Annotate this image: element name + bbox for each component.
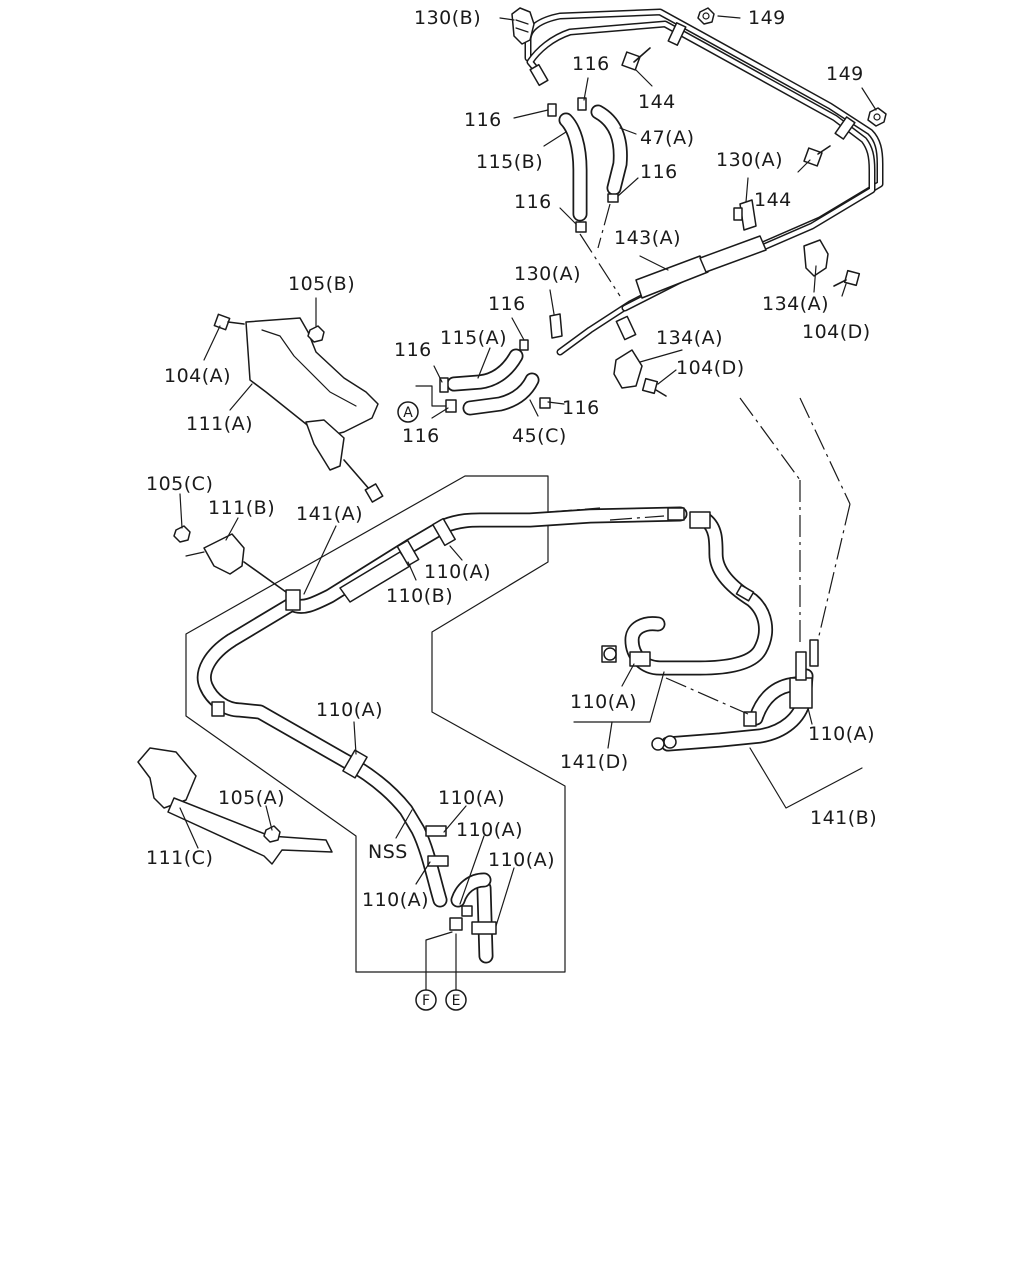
callout-110a-1: 110(A) xyxy=(424,561,491,583)
callout-104d-right: 104(D) xyxy=(802,321,871,343)
callout-134a-mid: 134(A) xyxy=(656,327,723,349)
callout-110a-3: 110(A) xyxy=(808,723,875,745)
hose-141d xyxy=(601,507,774,676)
callout-141b: 141(B) xyxy=(810,807,877,829)
callout-nss: NSS xyxy=(368,841,408,863)
callout-141d: 141(D) xyxy=(560,751,629,773)
connector-f-label: F xyxy=(422,993,430,1009)
callout-110a-8: 110(A) xyxy=(362,889,429,911)
callout-110a-6: 110(A) xyxy=(456,819,523,841)
callout-116-right: 116 xyxy=(562,397,600,419)
callout-47a: 47(A) xyxy=(640,127,695,149)
hose-ends-bottom xyxy=(449,872,497,964)
callout-116-mid: 116 xyxy=(640,161,678,183)
callout-104a: 104(A) xyxy=(164,365,231,387)
bracket-111a xyxy=(213,313,384,503)
connector-e: E xyxy=(445,989,467,1011)
callout-116-hose: 116 xyxy=(488,293,526,315)
connector-e-label: E xyxy=(452,993,461,1009)
callout-149-top: 149 xyxy=(748,7,786,29)
callout-110b: 110(B) xyxy=(386,585,453,607)
callout-144-right: 144 xyxy=(754,189,792,211)
callout-116-top: 116 xyxy=(572,53,610,75)
callout-labels: 130(B) 149 149 116 144 116 47(A) 115(B) … xyxy=(146,7,877,911)
callout-110a-2: 110(A) xyxy=(570,691,637,713)
callout-110a-7: 110(A) xyxy=(488,849,555,871)
callout-130b: 130(B) xyxy=(414,7,481,29)
callout-105c: 105(C) xyxy=(146,473,213,495)
hose-141a xyxy=(196,506,688,908)
callout-116-left: 116 xyxy=(464,109,502,131)
connector-a: A xyxy=(397,401,419,423)
callout-116-lower: 116 xyxy=(514,191,552,213)
callout-105b: 105(B) xyxy=(288,273,355,295)
group-outline xyxy=(185,475,566,973)
bracket-111c xyxy=(137,747,333,865)
connector-f: F xyxy=(415,989,437,1011)
callout-110a-5: 110(A) xyxy=(438,787,505,809)
callout-130a-mid: 130(A) xyxy=(514,263,581,285)
callout-111c: 111(C) xyxy=(146,847,213,869)
callout-104d-mid: 104(D) xyxy=(676,357,745,379)
callout-130a-right: 130(A) xyxy=(716,149,783,171)
callout-149-right: 149 xyxy=(826,63,864,85)
callout-110a-4: 110(A) xyxy=(316,699,383,721)
hoses-middle xyxy=(439,339,551,416)
hose-141b xyxy=(651,639,819,752)
callout-45c: 45(C) xyxy=(512,425,567,447)
callout-144-top: 144 xyxy=(638,91,676,113)
callout-143a: 143(A) xyxy=(614,227,681,249)
callout-105a: 105(A) xyxy=(218,787,285,809)
connector-a-label: A xyxy=(403,405,413,421)
leader-lines xyxy=(179,15,877,991)
callout-134a-right: 134(A) xyxy=(762,293,829,315)
callout-115b: 115(B) xyxy=(476,151,543,173)
bracket-111b xyxy=(173,525,287,593)
guide-lines xyxy=(549,397,851,715)
callout-116-a1: 116 xyxy=(394,339,432,361)
callout-116-a2: 116 xyxy=(402,425,440,447)
callout-141a: 141(A) xyxy=(296,503,363,525)
callout-115a: 115(A) xyxy=(440,327,507,349)
top-pipe-assembly xyxy=(524,8,884,356)
callout-111b: 111(B) xyxy=(208,497,275,519)
callout-111a: 111(A) xyxy=(186,413,253,435)
small-parts-top xyxy=(511,7,887,397)
